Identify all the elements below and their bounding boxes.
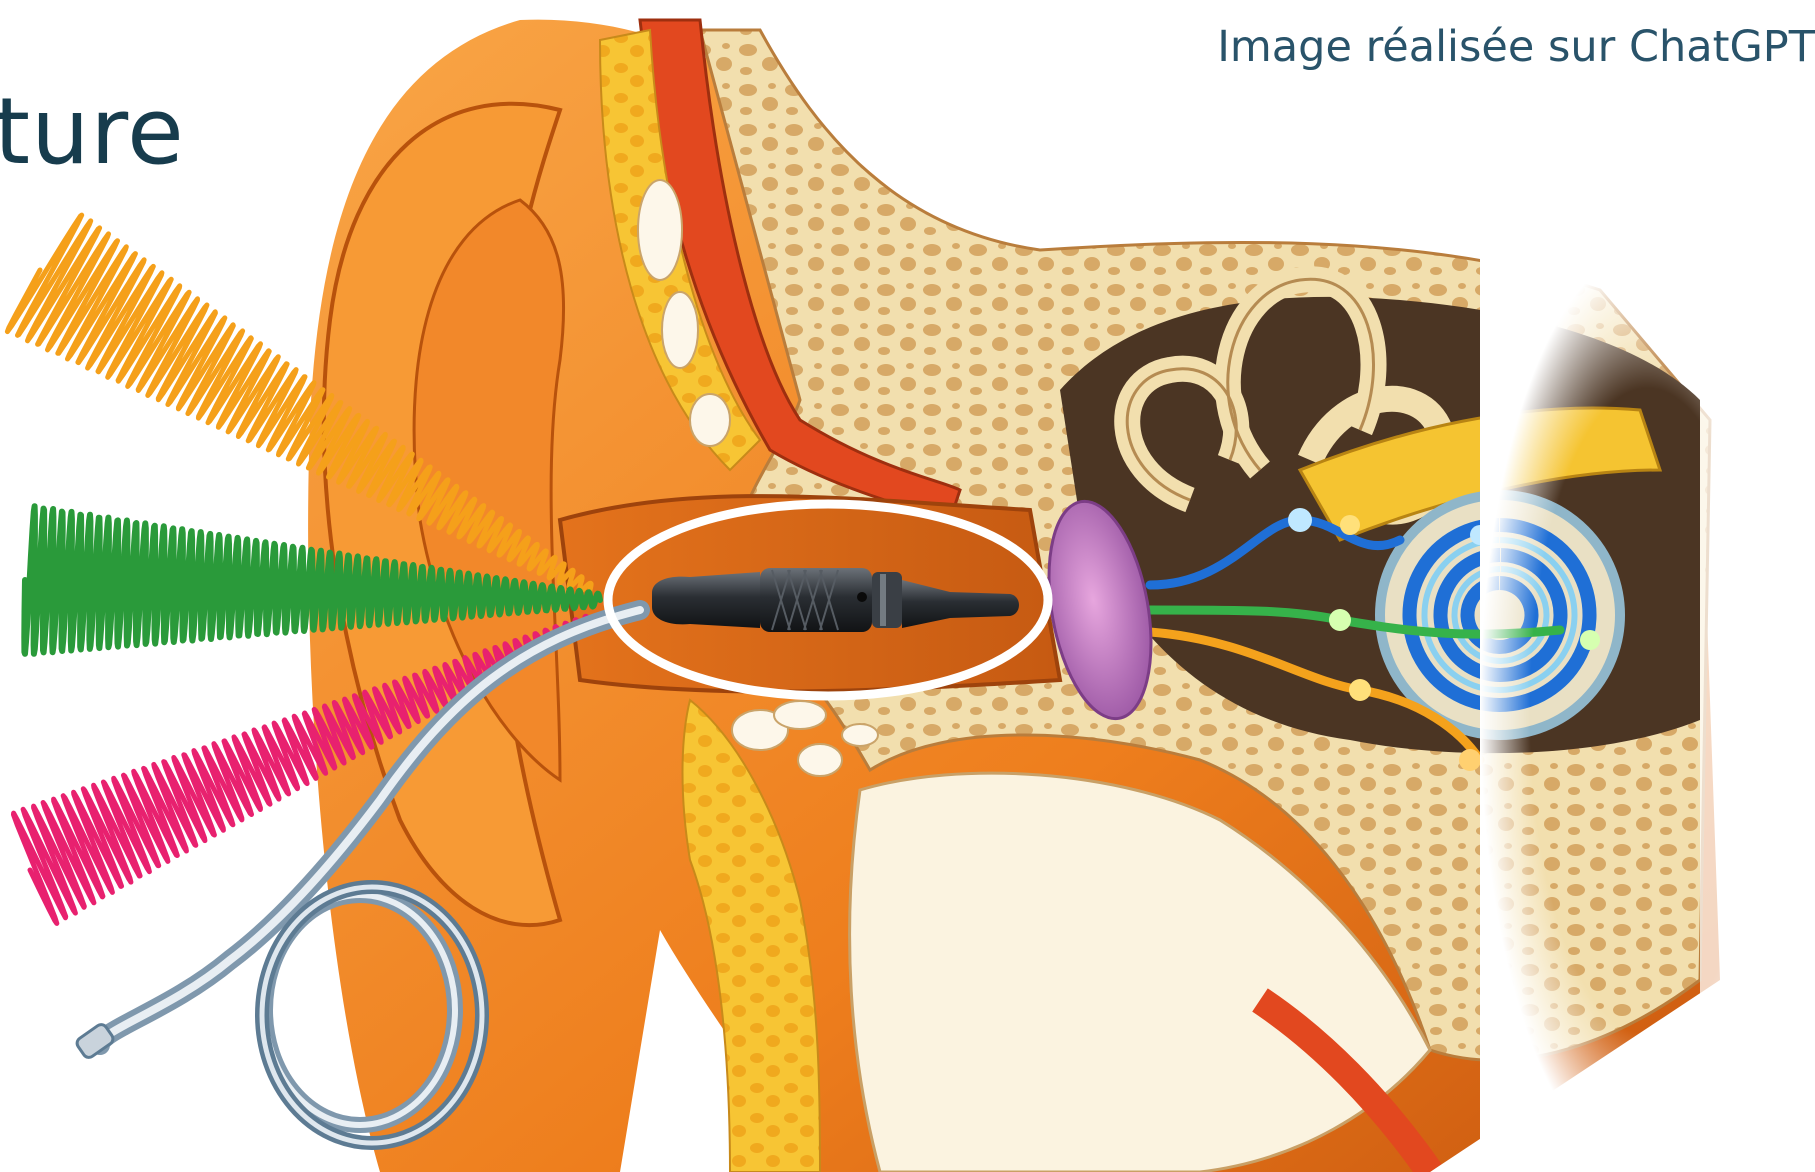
page-title: ture xyxy=(0,86,185,178)
image-credit: Image réalisée sur ChatGPT xyxy=(1217,22,1815,74)
